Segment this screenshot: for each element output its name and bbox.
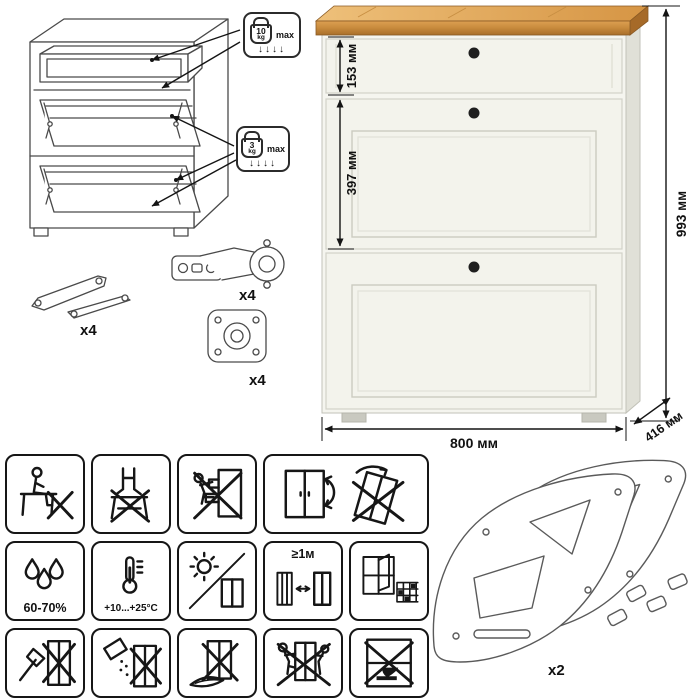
stay-count: x4 bbox=[80, 322, 97, 339]
drawer-load-unit: kg bbox=[257, 34, 265, 41]
warning-no-spill bbox=[91, 628, 171, 698]
dim-width: 800 мм bbox=[450, 435, 498, 451]
warning-tip-over bbox=[263, 454, 429, 534]
no-climbing-icon bbox=[193, 468, 243, 520]
temperature-value: +10...+25°C bbox=[104, 603, 158, 614]
side-frame-parts-drawing bbox=[432, 459, 688, 663]
wood-top bbox=[314, 5, 650, 36]
down-arrows-icon: ↓↓↓↓ bbox=[249, 158, 277, 169]
dim-drawer-height: 153 мм bbox=[344, 44, 359, 89]
care-ventilation bbox=[349, 541, 429, 621]
heater-distance-icon bbox=[276, 571, 332, 606]
warning-no-impact bbox=[5, 628, 85, 698]
warning-no-harsh-cleaning bbox=[177, 628, 257, 698]
drawer-load-limit-badge: 10 kg max ↓↓↓↓ bbox=[243, 12, 301, 58]
lid-stay-drawing bbox=[31, 275, 131, 319]
hinge-count: x4 bbox=[239, 287, 256, 304]
window-ventilation-icon bbox=[362, 553, 419, 603]
no-sitting-icon bbox=[19, 466, 74, 520]
dim-flap-height: 397 мм bbox=[344, 151, 359, 196]
tip-over-warning-icon bbox=[284, 465, 405, 525]
care-temperature: +10...+25°C bbox=[91, 541, 171, 621]
no-moving-loaded-icon bbox=[276, 641, 331, 687]
product-render: 153 мм 397 мм 993 мм 800 мм 416 мм bbox=[314, 5, 689, 451]
flap-load-max-label: max bbox=[267, 144, 286, 154]
down-arrows-icon: ↓↓↓↓ bbox=[258, 44, 286, 55]
warning-no-sitting bbox=[5, 454, 85, 534]
dim-total-height: 993 мм bbox=[674, 191, 689, 237]
humidity-value: 60-70% bbox=[23, 600, 67, 615]
drawer-load-max-label: max bbox=[276, 30, 295, 40]
flap-load-limit-badge: 3 kg max ↓↓↓↓ bbox=[236, 126, 290, 172]
cabinet-body bbox=[321, 22, 641, 423]
thermometer-icon bbox=[122, 556, 144, 594]
distance-value: ≥1м bbox=[291, 547, 315, 561]
warning-no-standing bbox=[91, 454, 171, 534]
square-fitting-drawing bbox=[207, 309, 267, 363]
flap-load-value: 3 bbox=[249, 139, 255, 150]
no-standing-icon bbox=[110, 467, 151, 523]
dimension-lines bbox=[321, 5, 680, 441]
fitting-count: x4 bbox=[249, 372, 266, 389]
frame-count: x2 bbox=[548, 662, 565, 679]
flap-load-unit: kg bbox=[248, 148, 256, 155]
wireframe-cabinet bbox=[29, 18, 229, 237]
sunlight-icon bbox=[188, 551, 246, 610]
no-heavy-load-anvil-icon bbox=[364, 638, 414, 688]
humidity-drops-icon bbox=[24, 558, 64, 590]
callout-lines bbox=[150, 29, 241, 207]
no-impact-axe-icon bbox=[18, 640, 76, 686]
drawer-load-value: 10 bbox=[256, 25, 266, 36]
warning-no-moving-loaded bbox=[263, 628, 343, 698]
side-frame-front bbox=[432, 473, 647, 663]
no-harsh-cleaning-icon bbox=[189, 640, 239, 688]
no-spill-icon bbox=[103, 637, 162, 688]
cabinet-sketch-drawing bbox=[29, 18, 285, 363]
care-humidity: 60-70% bbox=[5, 541, 85, 621]
warning-no-heavy-load bbox=[349, 628, 429, 698]
care-heater-distance: ≥1м bbox=[263, 541, 343, 621]
warning-no-climbing bbox=[177, 454, 257, 534]
kettlebell-weight-icon: 10 kg bbox=[250, 24, 272, 44]
care-sunlight bbox=[177, 541, 257, 621]
kettlebell-weight-icon: 3 kg bbox=[241, 138, 263, 158]
hinge-drawing bbox=[171, 239, 285, 289]
